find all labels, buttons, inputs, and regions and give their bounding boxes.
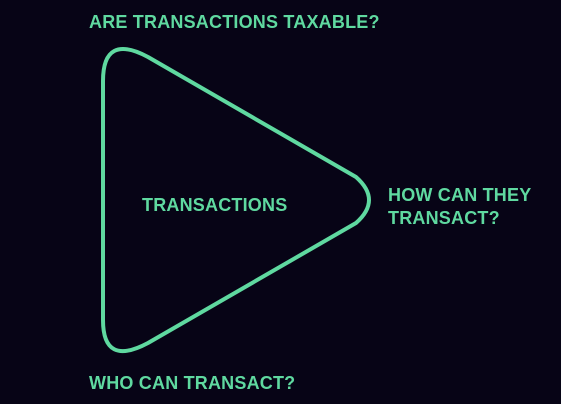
bottom-label: WHO CAN TRANSACT? [89,373,296,393]
right-label-line2: TRANSACT? [388,208,500,228]
top-label: ARE TRANSACTIONS TAXABLE? [89,12,380,32]
center-label: TRANSACTIONS [142,195,288,215]
right-label: HOW CAN THEY TRANSACT? [388,184,531,230]
right-label-line1: HOW CAN THEY [388,185,532,205]
triangle-outline [101,47,371,354]
